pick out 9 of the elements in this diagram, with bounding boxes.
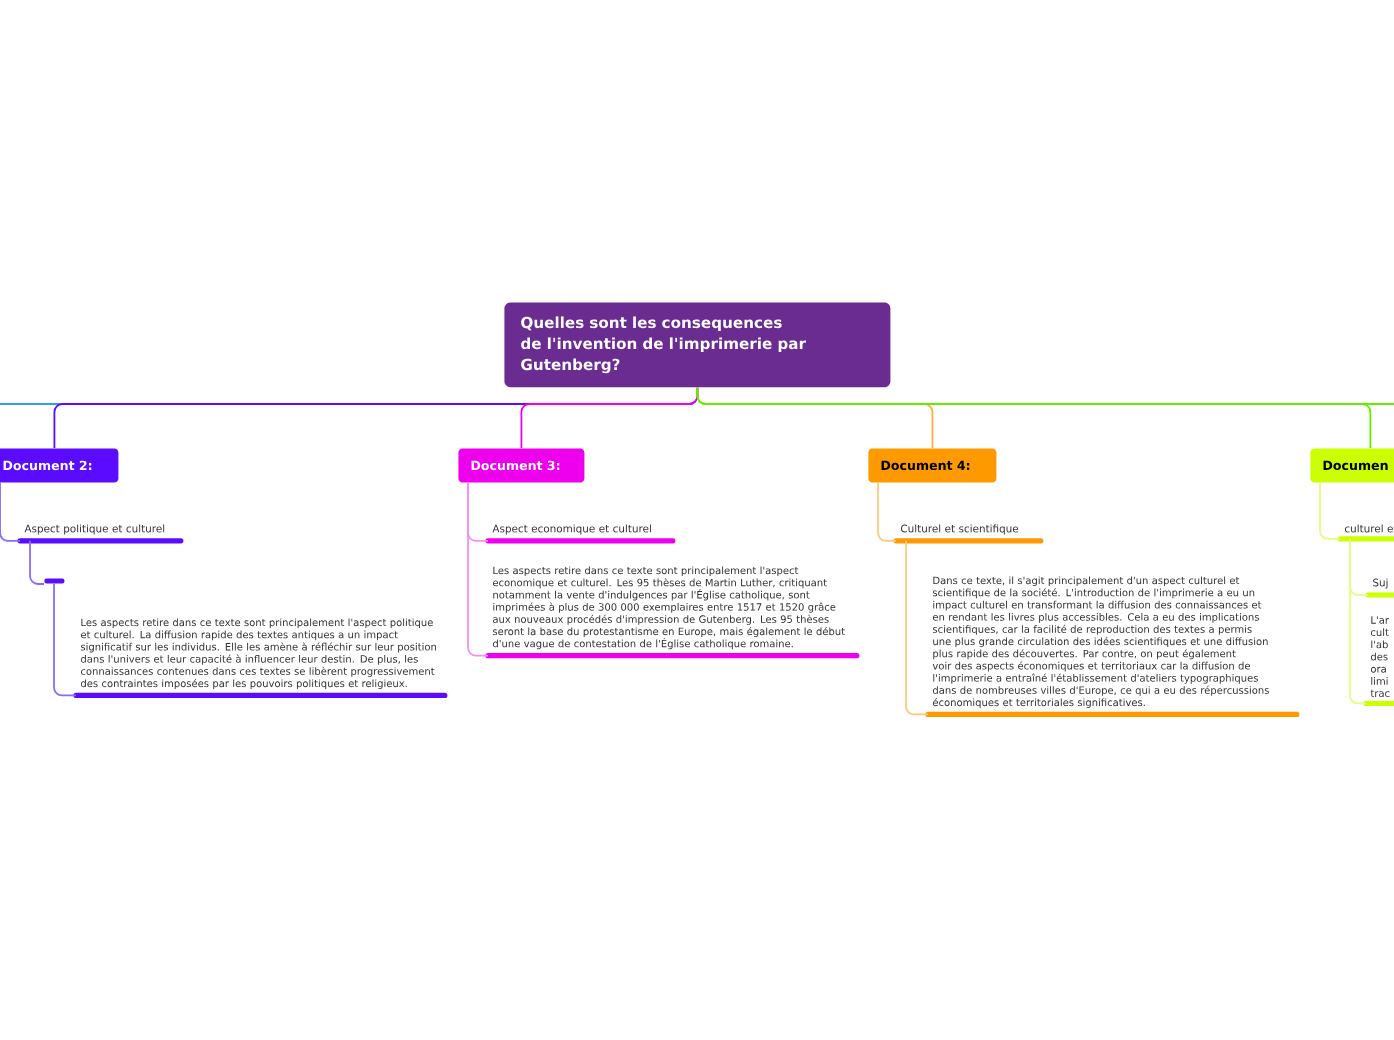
connector-line	[1319, 481, 1341, 540]
connector-line	[905, 539, 929, 716]
connector-line	[467, 481, 489, 657]
connector-line	[29, 539, 45, 585]
connector-line	[877, 481, 897, 542]
connector-line	[53, 583, 77, 697]
connector-line	[0, 481, 21, 542]
branch-bar	[44, 578, 65, 584]
connector-line	[696, 386, 1394, 405]
